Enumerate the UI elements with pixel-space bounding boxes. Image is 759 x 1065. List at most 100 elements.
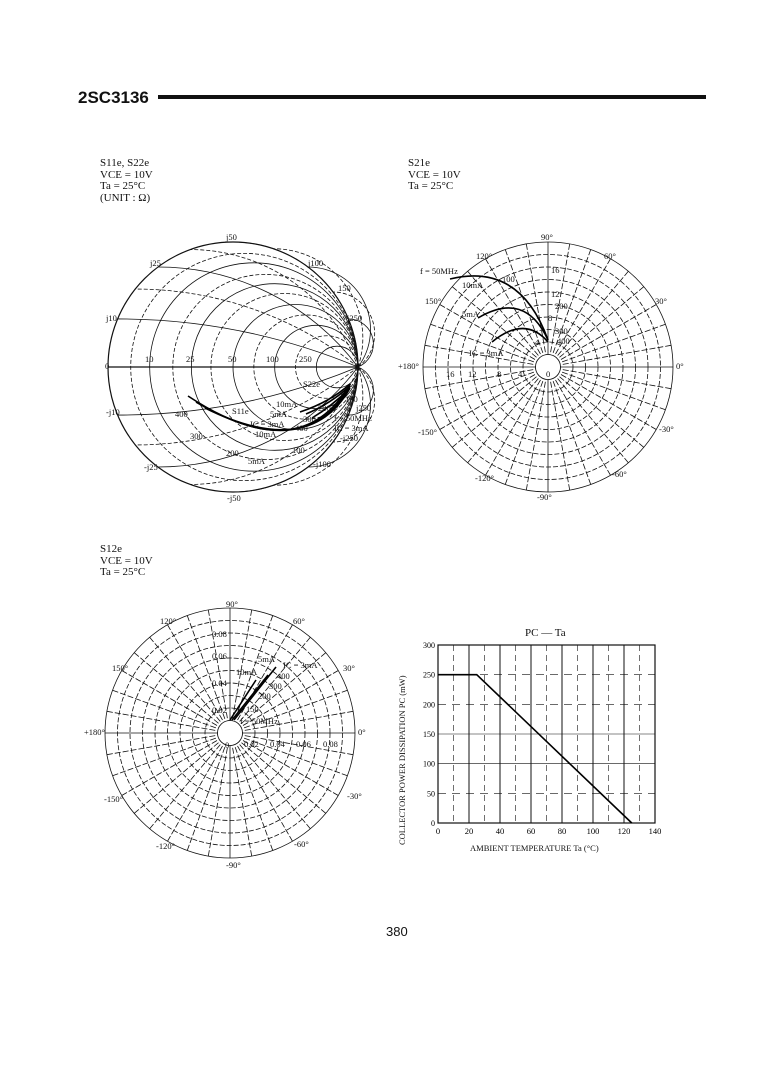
x-tick-label: 140 [649,826,662,836]
reactance-arc [232,241,359,368]
grid-radial [106,735,216,756]
s21-mag-label: 8 [548,313,553,323]
s21-angle-label: 150° [425,296,442,306]
reactance-arc [190,366,359,485]
s12-curve-10ma [229,679,257,721]
grid-radial [424,344,534,365]
s12-angle-label: -120° [156,841,175,851]
grid-radial [121,740,218,796]
s21-polar-chart [422,241,674,493]
smith-label: f = 50MHz [334,413,372,423]
s12-label: 5mA [258,654,275,664]
page-number: 380 [386,924,408,939]
grid-radial [167,624,223,721]
s12-mag-label: 0.04 [270,739,285,749]
grid-radial [555,258,611,355]
grid-radial [112,737,217,777]
caption-line: VCE = 10V [408,168,461,181]
s12-angle-label: 120° [160,616,177,626]
s21-label: 5mA [462,309,479,319]
grid-radial [244,735,354,756]
smith-label: IC = 3mA [334,423,369,433]
y-tick-label: 300 [423,641,435,650]
s12-angle-label: 0° [358,727,366,737]
smith-label: -j250 [340,433,358,443]
reactance-arc [332,291,376,368]
s21-chart-caption: S21e VCE = 10V Ta = 25°C [408,157,461,193]
y-tick-label: 150 [423,730,435,739]
s11-curve-10ma [204,387,351,431]
header-rule [158,95,706,99]
smith-label: 400 [175,409,188,419]
pc-chart-xlabel: AMBIENT TEMPERATURE Ta (°C) [470,843,599,853]
s21-angle-label: -150° [418,427,437,437]
reactance-arc [348,366,374,416]
s12-mag-label: 0.08 [323,739,338,749]
grid-radial [451,286,537,358]
s21-mag-label: 16 [446,369,455,379]
s12-mag-label: 0.02 [212,705,227,715]
smith-label: 0 [105,361,110,371]
s12-label: 150 [246,704,259,714]
grid-radial [430,323,535,363]
reactance-arc [348,318,374,368]
grid-radial [186,746,226,851]
grid-radial [149,744,221,830]
grid-radial [186,615,226,720]
grid-radial [552,249,592,354]
s12-curve-5ma [231,674,269,721]
s12-angle-label: 60° [293,616,305,626]
s21-angle-label: 60° [604,251,616,261]
reactance-arc [307,266,371,368]
x-tick-label: 0 [436,826,440,836]
grid-radial [504,380,544,485]
reactance-arc [157,266,359,368]
s21-label: 200 [555,301,568,311]
s21-mag-label: 8 [497,369,502,379]
smith-label: j250 [347,313,363,323]
grid-radial [552,380,592,485]
s12-mag-label: 0.08 [212,629,227,639]
grid-radial [550,243,571,353]
s12-angle-label: -30° [347,791,362,801]
smith-label: -j100 [313,459,331,469]
grid-radial [237,745,293,842]
s21-angle-label: 120° [476,251,493,261]
smith-label: S22e [303,379,320,389]
s21-mag-label: 4 [518,369,523,379]
center-circle [217,720,243,746]
grid-radial [243,737,348,777]
smith-label: -j25 [144,462,158,472]
grid-radial [424,369,534,390]
x-tick-label: 80 [558,826,567,836]
s21-mag-label: 4 [535,337,540,347]
smith-label: 200 [226,448,239,458]
caption-line: Ta = 25°C [408,180,454,192]
center-circle [535,354,561,380]
x-tick-label: 20 [465,826,474,836]
smith-label: S11e [232,406,249,416]
grid-radial [149,636,221,722]
grid-radial [241,742,327,814]
grid-radial [232,747,253,857]
caption-line: VCE = 10V [100,554,153,567]
y-tick-label: 0 [431,819,435,828]
smith-label: j10 [106,313,117,323]
s12-curve-3ma [233,666,277,721]
s12-angle-label: +180° [84,727,105,737]
grid-radial [232,609,253,719]
smith-label: 50 [228,354,237,364]
grid-radial [451,376,537,448]
s22-curve-10ma [311,387,351,419]
s22-curve-3ma [299,383,351,413]
caption-line: S21e [408,157,430,169]
y-tick-label: 100 [423,760,435,769]
reactance-arc [307,366,371,468]
grid-radial [562,344,672,365]
reactance-arc [135,288,359,368]
reactance-arc [117,318,359,368]
caption-line: Ta = 25°C [100,566,146,578]
grid-radial [467,270,539,356]
s12-angle-label: -60° [294,839,309,849]
grid-radial [241,652,327,724]
